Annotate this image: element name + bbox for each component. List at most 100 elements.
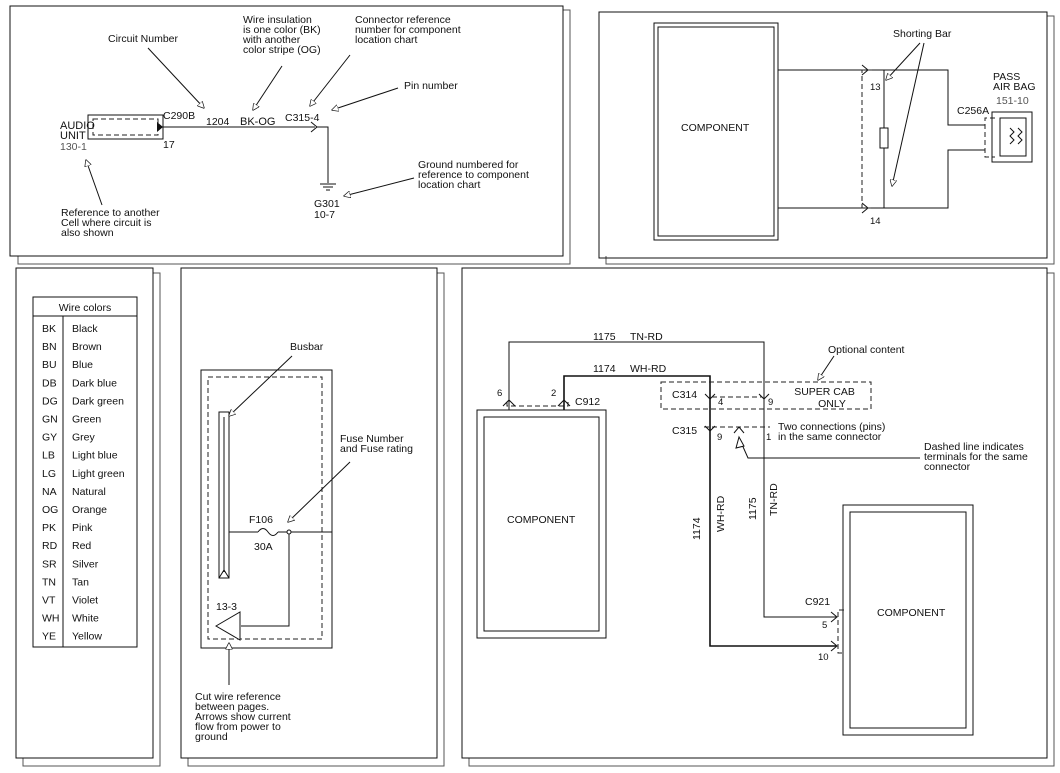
note-circuit-number: Circuit Number — [108, 33, 179, 45]
ground-wire — [317, 126, 329, 183]
wire-color-code: DG — [42, 395, 58, 407]
c315-pin-9: 9 — [717, 432, 722, 443]
note-pin-number: Pin number — [404, 80, 458, 92]
fuse-box — [200, 369, 333, 649]
callout-arrow — [886, 42, 921, 80]
connector-c315-4-label: C315-4 — [285, 112, 320, 124]
audio-unit-connector — [87, 114, 164, 140]
note-ground: Ground numbered for reference to compone… — [418, 159, 532, 191]
super-cab-label: SUPER CAB ONLY — [794, 386, 858, 410]
wire-mid-num: 1174 — [593, 363, 616, 375]
callout-arrow — [344, 177, 415, 196]
callout-arrow — [310, 54, 351, 106]
component-label: COMPONENT — [681, 122, 750, 134]
wire-color-code: DB — [42, 377, 57, 389]
cut-wire-note: Cut wire reference between pages. Arrows… — [195, 691, 294, 743]
wire-color-name: Dark blue — [72, 377, 117, 389]
wire-color-name: Violet — [72, 595, 98, 607]
vert-tn-rd: TN-RD — [768, 483, 780, 516]
c315-pin-1: 1 — [766, 432, 771, 443]
cut-wire-ref: 13-3 — [216, 601, 237, 613]
c921-pin-10: 10 — [818, 652, 829, 663]
color-bk-og-label: BK-OG — [240, 116, 275, 128]
c921-pin-5: 5 — [822, 620, 827, 631]
wire-color-name: Light green — [72, 468, 125, 480]
wire-color-name: Dark green — [72, 395, 124, 407]
vert-1174: 1174 — [691, 517, 703, 540]
vert-wh-rd: WH-RD — [715, 495, 727, 532]
panel-connections: COMPONENT 6 2 C912 1175 TN-RD 1174 WH-RD… — [461, 267, 1055, 767]
shorting-bar-resistor — [879, 127, 889, 149]
shorting-bar-label: Shorting Bar — [893, 28, 952, 40]
ground-icon — [320, 183, 336, 191]
wire-color-name: Brown — [72, 341, 102, 353]
callout-arrow — [229, 355, 293, 416]
connector-c912: C912 — [575, 396, 600, 408]
pin-arrow-icon — [157, 122, 163, 132]
circuit-1204-label: 1204 — [206, 116, 230, 128]
wire-13 — [868, 69, 985, 126]
audio-unit-ref: 130-1 — [60, 141, 87, 153]
note-dashed-line: Dashed line indicates terminals for the … — [924, 441, 1031, 473]
air-bag-connector — [984, 111, 1033, 163]
wire-color-name: Light blue — [72, 450, 118, 462]
pin-13-label: 13 — [870, 82, 881, 93]
c314-pin-9: 9 — [768, 397, 773, 408]
connector-c290b: C290B — [163, 110, 195, 122]
busbar-label: Busbar — [290, 341, 324, 353]
ground-ref-label: 10-7 — [314, 209, 335, 221]
wire-color-name: Yellow — [72, 631, 102, 643]
component-left-label: COMPONENT — [507, 514, 576, 526]
fuse-note: Fuse Number and Fuse rating — [340, 433, 413, 455]
component-box — [653, 22, 779, 241]
component-right-box — [842, 504, 974, 736]
pin-14-label: 14 — [870, 216, 881, 227]
wire-color-code: LB — [42, 450, 55, 462]
wire-color-name: Green — [72, 414, 101, 426]
optional-content-label: Optional content — [828, 344, 905, 356]
component-right-label: COMPONENT — [877, 607, 946, 619]
note-two-connections: Two connections (pins) in the same conne… — [778, 421, 888, 443]
wire-1175-tn-rd — [508, 341, 836, 618]
wire-color-code: BU — [42, 359, 57, 371]
fuse-icon — [257, 528, 279, 536]
pass-air-bag-ref: 151-10 — [996, 95, 1029, 107]
callout-arrow — [288, 461, 351, 522]
wire-color-row: RD Red — [42, 540, 91, 552]
ground-g301-label: G301 — [314, 198, 340, 210]
wire-color-code: PK — [42, 522, 56, 534]
connector-c315: C315 — [672, 425, 697, 437]
wire-color-code: SR — [42, 558, 57, 570]
wire-color-name: Red — [72, 540, 91, 552]
fuse-number: F106 — [249, 514, 273, 526]
wire-color-name: Natural — [72, 486, 106, 498]
note-cell-ref: Reference to another Cell where circuit … — [61, 207, 163, 239]
fuse-rating: 30A — [254, 541, 273, 553]
pass-air-bag-label: PASS AIR BAG — [993, 71, 1036, 93]
wire-color-code: BN — [42, 341, 57, 353]
wire-color-name: Blue — [72, 359, 93, 371]
wire-color-name: Tan — [72, 576, 89, 588]
wire-color-row: DB Dark blue — [42, 377, 117, 389]
vert-1175: 1175 — [747, 497, 759, 520]
squib-icon — [1009, 127, 1023, 145]
wire-color-name: Grey — [72, 432, 96, 444]
audio-unit-label: AUDIO UNIT — [60, 120, 98, 142]
wire-color-row: DG Dark green — [42, 395, 124, 407]
wire-color-code: VT — [42, 595, 56, 607]
wire-color-code: RD — [42, 540, 58, 552]
callout-arrow — [86, 160, 103, 206]
wire-1174-wh-rd — [563, 375, 836, 647]
note-connector-ref: Connector reference number for component… — [355, 14, 464, 46]
wire-color-code: LG — [42, 468, 56, 480]
wire-colors-table — [32, 296, 138, 648]
